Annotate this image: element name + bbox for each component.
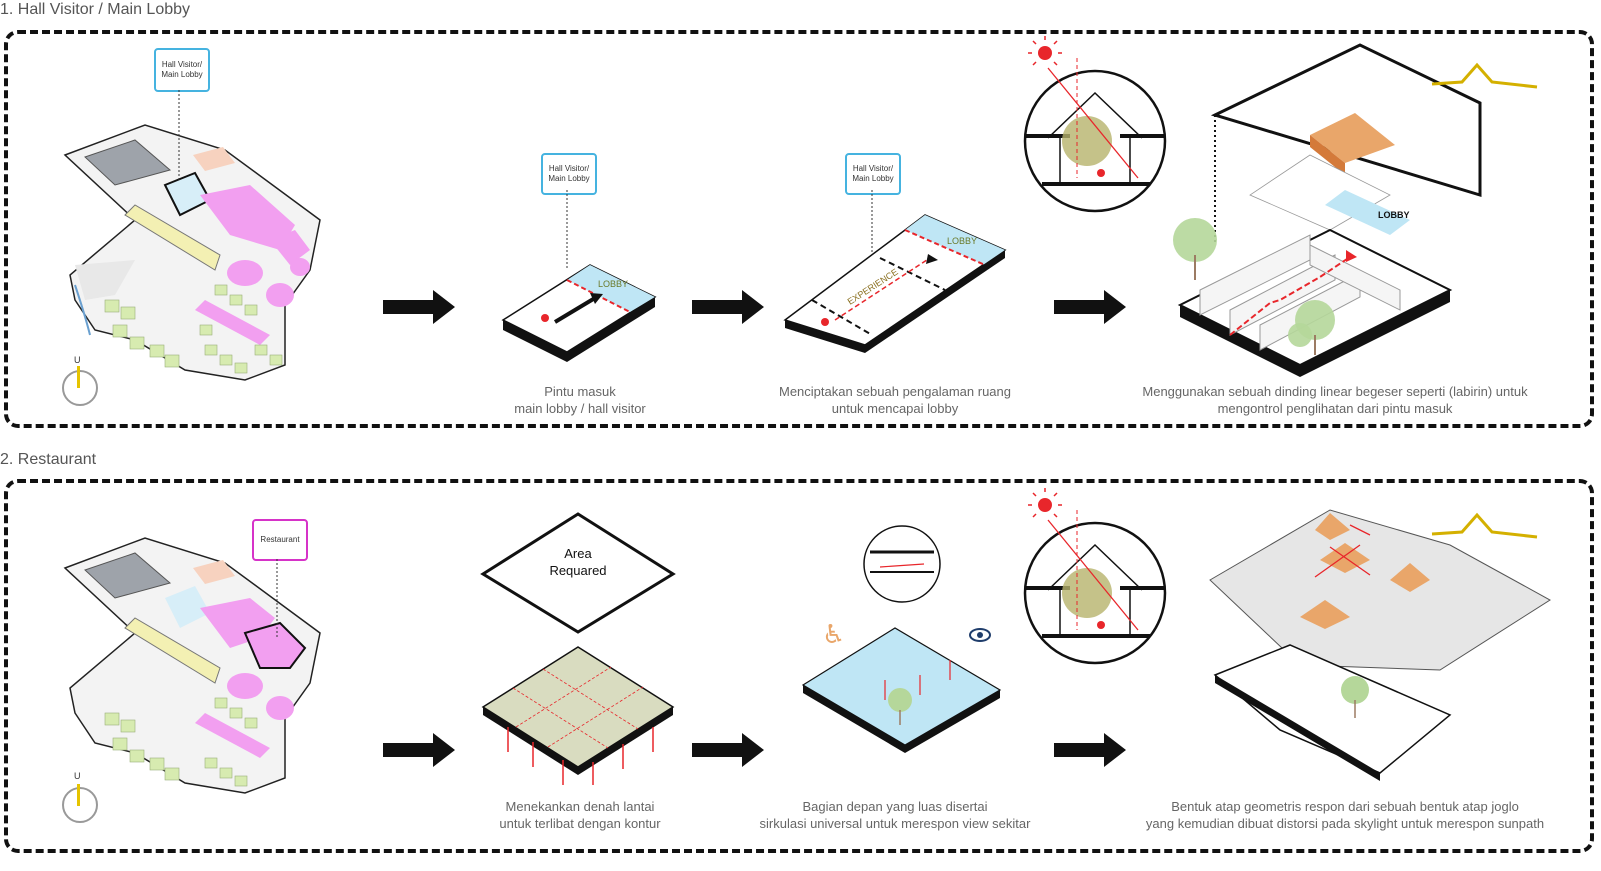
lobby-label-3: LOBBY: [1378, 210, 1410, 220]
compass-icon: [62, 370, 98, 406]
section-title-hall-visitor: 1. Hall Visitor / Main Lobby: [0, 1, 191, 18]
circulation-diagram: ♿: [801, 525, 1002, 753]
lobby-label: LOBBY: [598, 279, 628, 289]
compass-needle-2: [77, 784, 80, 806]
site-plan-label-hall-visitor: Hall Visitor/Main Lobby: [154, 48, 210, 92]
process-arrow-6: [1054, 733, 1126, 767]
experience-diagram: LOBBY EXPERIENCE: [783, 190, 1007, 353]
site-plan-hall-visitor: [63, 124, 321, 381]
lobby-label-2: LOBBY: [947, 236, 977, 246]
area-label-2: Requared: [549, 563, 606, 578]
diagram-tag-entry: Hall Visitor/Main Lobby: [541, 153, 597, 195]
site-plan-label-restaurant: Restaurant: [252, 519, 308, 561]
sun-section-diagram: [1023, 36, 1167, 213]
joglo-roof-icon-2: [1431, 512, 1538, 539]
process-arrow-3: [1054, 290, 1126, 324]
lobby-axonometric-diagram: LOBBY: [1173, 43, 1482, 377]
compass-needle: [77, 366, 80, 388]
compass-label: U: [74, 355, 81, 365]
section-title-restaurant: 2. Restaurant: [0, 451, 97, 468]
site-plan-restaurant: [63, 537, 321, 794]
joglo-roof-icon: [1431, 62, 1538, 89]
leader-line-2: [276, 559, 278, 639]
restaurant-roof-diagram: [1209, 509, 1551, 781]
panel-restaurant: [4, 479, 1594, 853]
sun-icon: [1038, 46, 1052, 60]
process-arrow-4: [383, 733, 455, 767]
area-required-diagram: Area Requared: [480, 512, 676, 785]
panel-hall-visitor: [4, 30, 1594, 428]
sun-section-diagram-2: [1023, 488, 1167, 665]
sun-icon-2: [1038, 498, 1052, 512]
caption-step-3: Menggunakan sebuah dinding linear begese…: [1142, 384, 1528, 416]
process-arrow-2: [692, 290, 764, 324]
lobby-entry-diagram: LOBBY: [501, 190, 657, 362]
process-arrow-1: [383, 290, 455, 324]
tree-icon: [1173, 218, 1335, 355]
process-arrow-5: [692, 733, 764, 767]
area-label-1: Area: [564, 546, 592, 561]
wheelchair-icon: ♿: [822, 620, 845, 650]
leader-line: [178, 90, 180, 182]
compass-icon-2: [62, 787, 98, 823]
caption-step-6: Bentuk atap geometris respon dari sebuah…: [1145, 799, 1545, 831]
compass-label-2: U: [74, 771, 81, 781]
eye-icon: [969, 628, 991, 642]
diagram-tag-experience: Hall Visitor/Main Lobby: [845, 153, 901, 195]
